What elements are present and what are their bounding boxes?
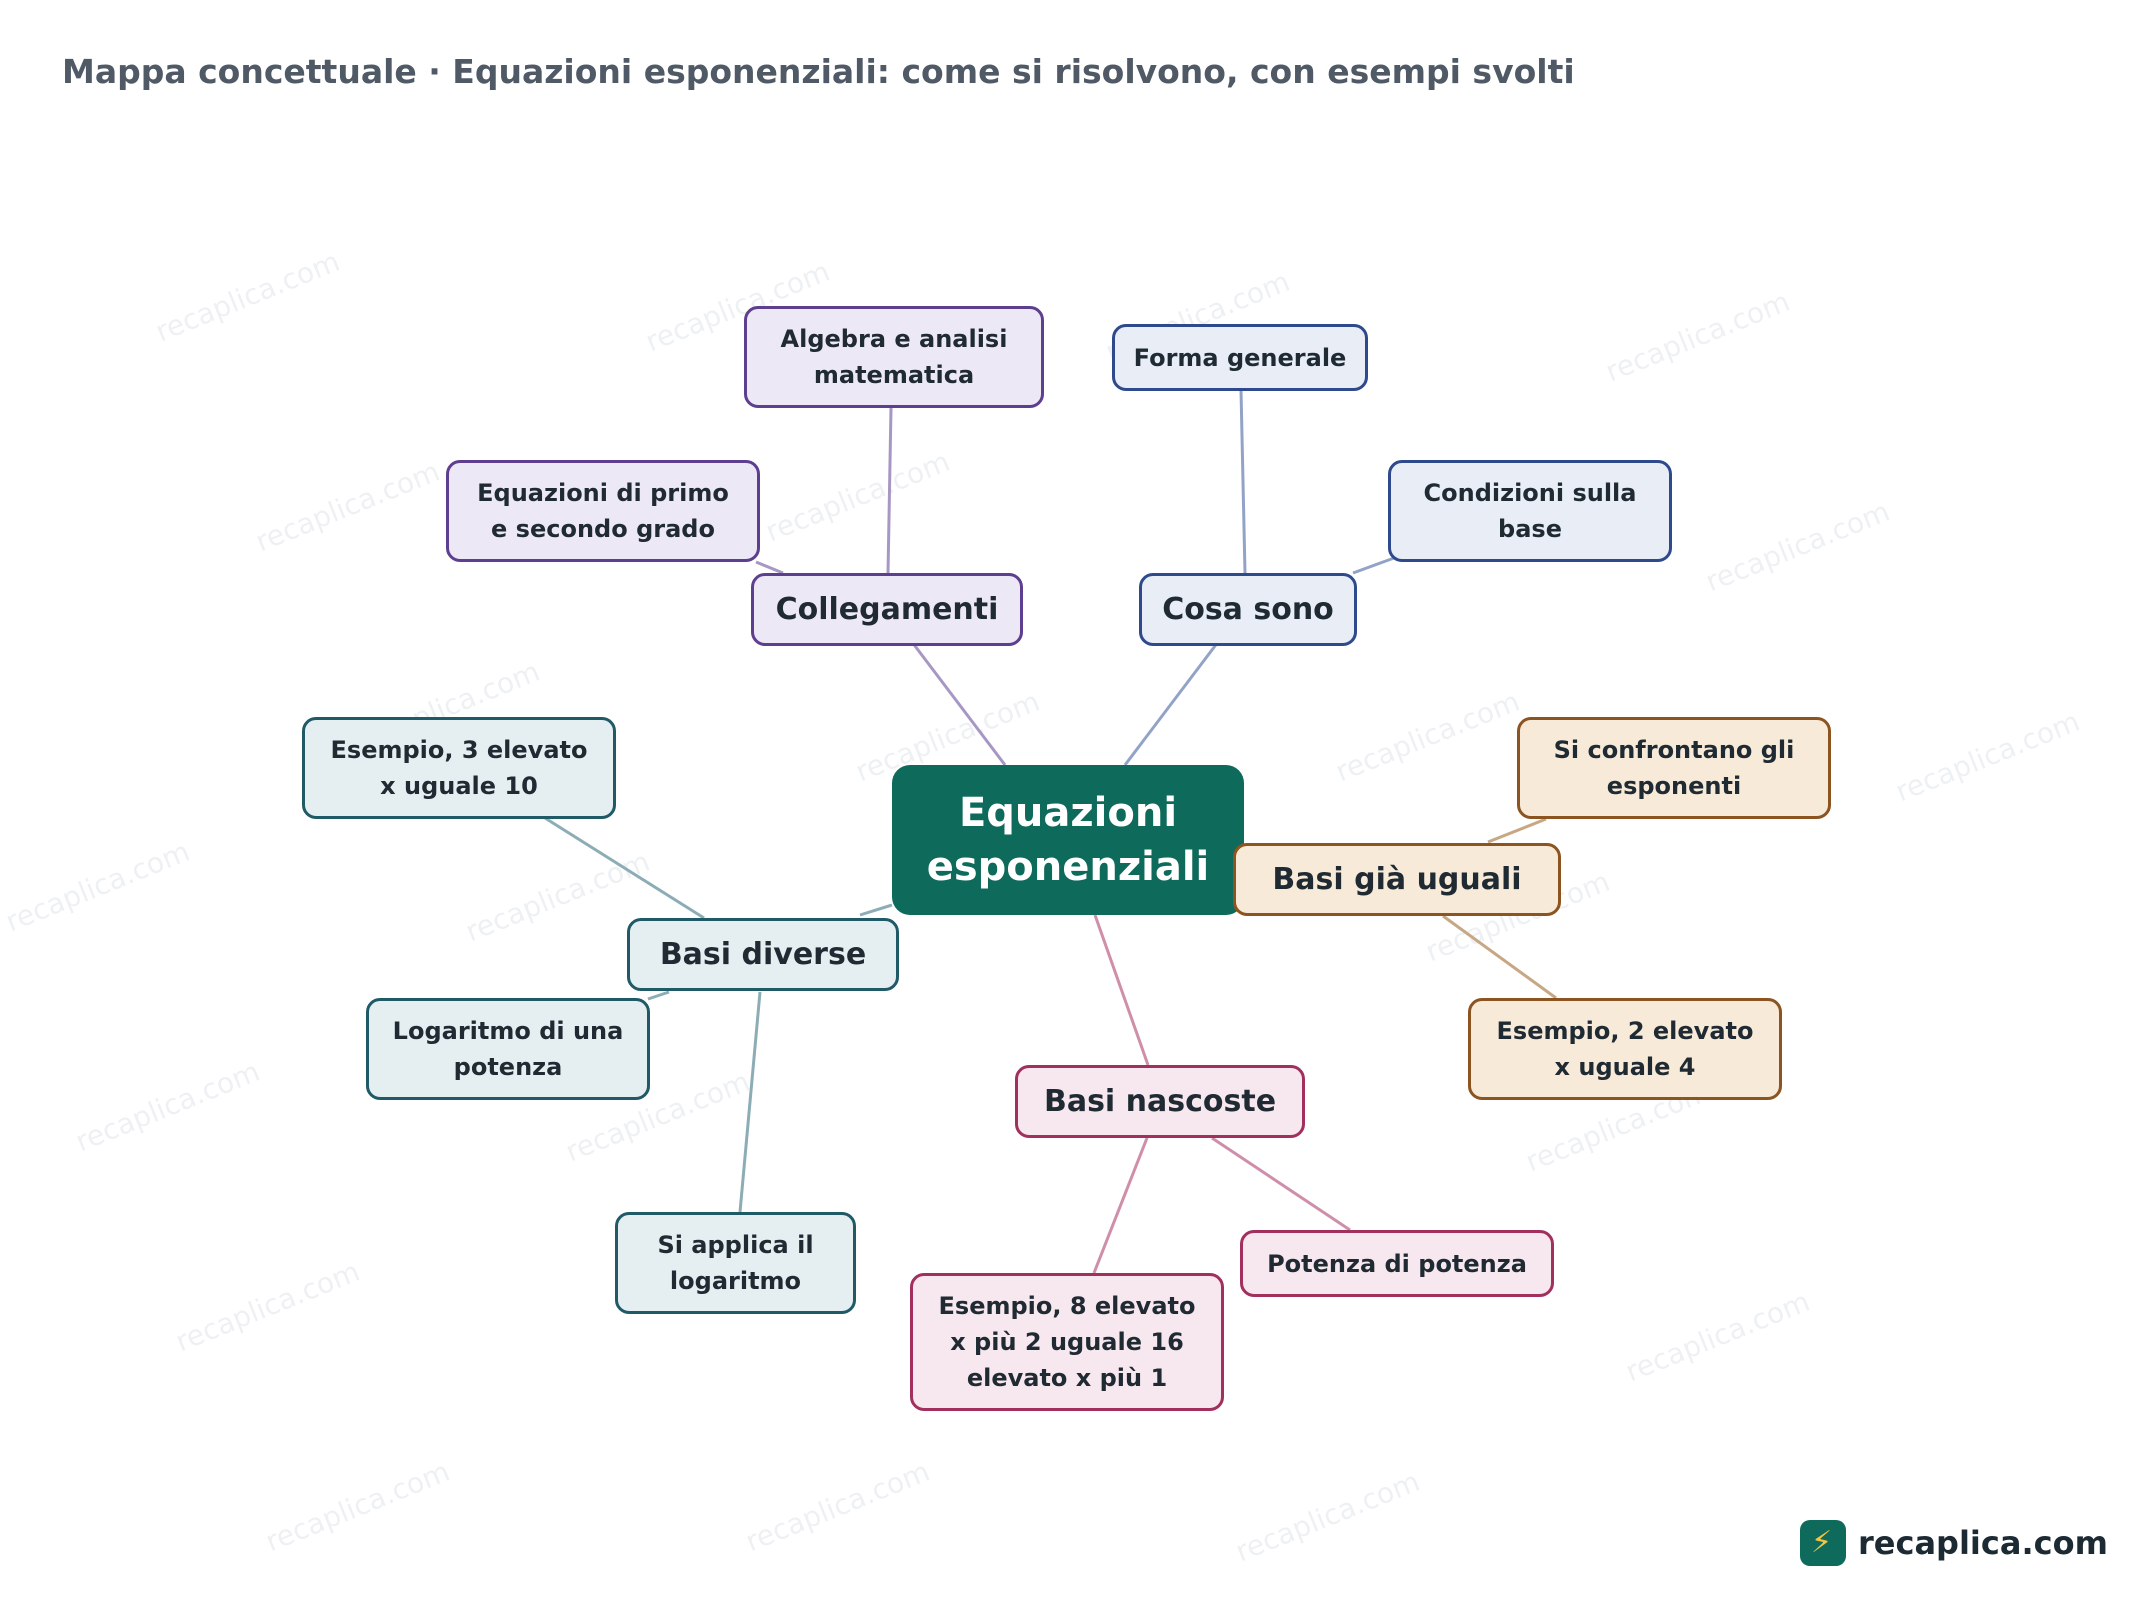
leaf-text: Logaritmo di una (392, 1017, 624, 1045)
branch-basi-diverse[interactable]: Basi diverse (627, 918, 899, 991)
link-center-basi-nascoste (1093, 914, 1150, 1066)
leaf-text: base (1498, 515, 1562, 543)
leaf-text: Si applica il (657, 1231, 814, 1259)
leaf-logaritmo-potenza[interactable]: Logaritmo di una potenza (366, 998, 650, 1100)
leaf-text: logaritmo (669, 1267, 802, 1295)
brand-logo[interactable]: ⚡ recaplica.com (1800, 1520, 2108, 1566)
link-basi-diverse-esempio (544, 816, 705, 920)
leaf-text: potenza (453, 1053, 563, 1081)
leaf-text: Condizioni sulla (1423, 479, 1637, 507)
link-cosa-sono-condizioni (1352, 556, 1395, 575)
leaf-text: matematica (813, 361, 975, 389)
link-center-basi-diverse (859, 903, 893, 917)
leaf-esempio-8-elevato[interactable]: Esempio, 8 elevato x più 2 uguale 16 eleva… (910, 1273, 1224, 1411)
leaf-text: Esempio, 2 elevato (1496, 1017, 1754, 1045)
link-basi-nascoste-esempio (1092, 1137, 1149, 1274)
brand-name: recaplica.com (1858, 1524, 2108, 1562)
leaf-text: esponenti (1606, 772, 1742, 800)
link-center-cosa-sono (1123, 641, 1220, 766)
link-collegamenti-algebra (886, 407, 893, 574)
leaf-text: Esempio, 3 elevato (330, 736, 588, 764)
leaf-algebra-analisi[interactable]: Algebra e analisi matematica (744, 306, 1044, 408)
leaf-text: x più 2 uguale 16 (950, 1328, 1184, 1356)
leaf-text: elevato x più 1 (966, 1364, 1168, 1392)
leaf-text: Algebra e analisi (780, 325, 1008, 353)
leaf-text: x uguale 10 (380, 772, 538, 800)
leaf-text: e secondo grado (491, 515, 715, 543)
lightning-icon: ⚡ (1800, 1520, 1846, 1566)
link-center-collegamenti (910, 641, 1007, 766)
leaf-si-applica-logaritmo[interactable]: Si applica il logaritmo (615, 1212, 856, 1314)
branch-basi-nascoste[interactable]: Basi nascoste (1015, 1065, 1305, 1138)
leaf-condizioni-base[interactable]: Condizioni sulla base (1388, 460, 1672, 562)
link-basi-uguali-confrontano (1487, 817, 1547, 844)
central-node-line: Equazioni (958, 790, 1178, 836)
link-basi-diverse-applica (738, 991, 762, 1213)
leaf-text: Forma generale (1133, 343, 1347, 372)
branch-basi-gia-uguali[interactable]: Basi già uguali (1233, 843, 1561, 916)
central-node-line: esponenziali (926, 844, 1210, 890)
link-basi-nascoste-potenza (1211, 1136, 1351, 1232)
leaf-esempio-2-elevato[interactable]: Esempio, 2 elevato x uguale 4 (1468, 998, 1782, 1100)
leaf-text: x uguale 4 (1554, 1053, 1696, 1081)
branch-cosa-sono[interactable]: Cosa sono (1139, 573, 1357, 646)
link-basi-uguali-esempio (1442, 914, 1557, 1000)
leaf-forma-generale[interactable]: Forma generale (1112, 324, 1368, 391)
central-node[interactable]: Equazioni esponenziali (892, 765, 1244, 915)
leaf-equazioni-primo-secondo[interactable]: Equazioni di primo e secondo grado (446, 460, 760, 562)
leaf-si-confrontano-esponenti[interactable]: Si confrontano gli esponenti (1517, 717, 1831, 819)
link-collegamenti-equazioni (755, 560, 784, 575)
leaf-esempio-3-elevato[interactable]: Esempio, 3 elevato x uguale 10 (302, 717, 616, 819)
branch-collegamenti[interactable]: Collegamenti (751, 573, 1023, 646)
leaf-potenza-di-potenza[interactable]: Potenza di potenza (1240, 1230, 1554, 1297)
link-basi-diverse-logaritmo (647, 990, 670, 1001)
leaf-text: Potenza di potenza (1267, 1249, 1527, 1278)
leaf-text: Equazioni di primo (477, 479, 729, 507)
leaf-text: Esempio, 8 elevato (938, 1292, 1196, 1320)
page-title: Mappa concettuale · Equazioni esponenzia… (62, 52, 1575, 91)
leaf-text: Si confrontano gli (1553, 736, 1795, 764)
link-cosa-sono-forma (1239, 389, 1247, 574)
